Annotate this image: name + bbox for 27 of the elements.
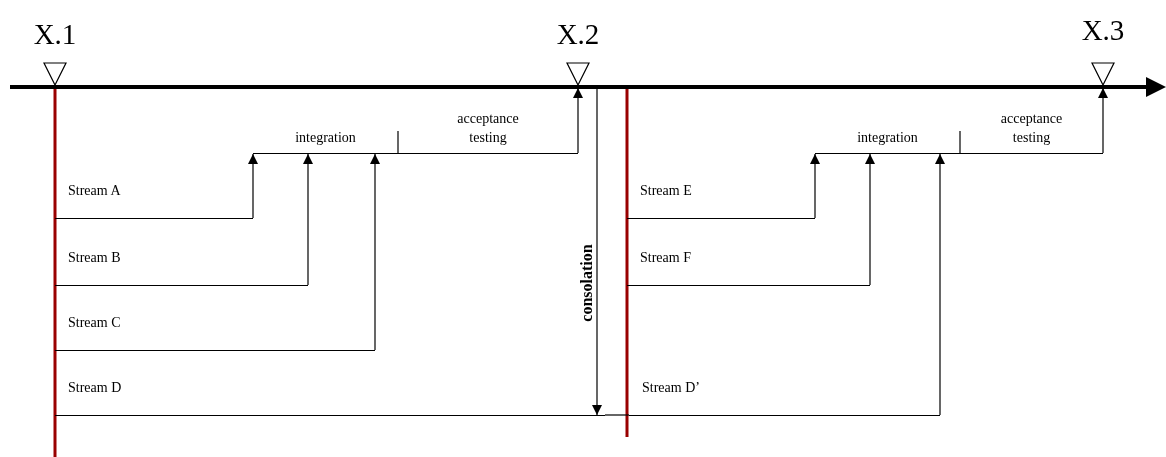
phase-label: acceptance testing xyxy=(456,110,520,147)
arrow xyxy=(935,153,945,416)
stream-label: Stream C xyxy=(68,315,121,331)
arrow xyxy=(303,153,313,286)
edge-label: consolation xyxy=(577,244,596,322)
stream-label: Stream A xyxy=(68,183,121,199)
arrow xyxy=(592,88,602,416)
arrow xyxy=(810,153,820,219)
arrow xyxy=(248,153,258,219)
milestone-label: X.2 xyxy=(555,18,601,50)
arrow xyxy=(573,87,583,154)
connector-line xyxy=(397,130,399,154)
connector-line xyxy=(604,414,630,416)
arrow xyxy=(370,153,380,351)
connector-line xyxy=(959,130,961,154)
phase-label: integration xyxy=(856,129,919,147)
arrow xyxy=(865,153,875,286)
milestone-label: X.1 xyxy=(32,18,78,50)
stream-label: Stream E xyxy=(640,183,692,199)
milestone-label: X.3 xyxy=(1080,14,1126,46)
arrow xyxy=(1098,87,1108,154)
phase-label: integration xyxy=(294,129,357,147)
stream-label: Stream D xyxy=(68,380,122,396)
stream-label: Stream F xyxy=(640,250,691,266)
stream-label: Stream B xyxy=(68,250,121,266)
phase-label: acceptance testing xyxy=(999,110,1064,147)
stream-label: Stream D’ xyxy=(642,380,700,396)
